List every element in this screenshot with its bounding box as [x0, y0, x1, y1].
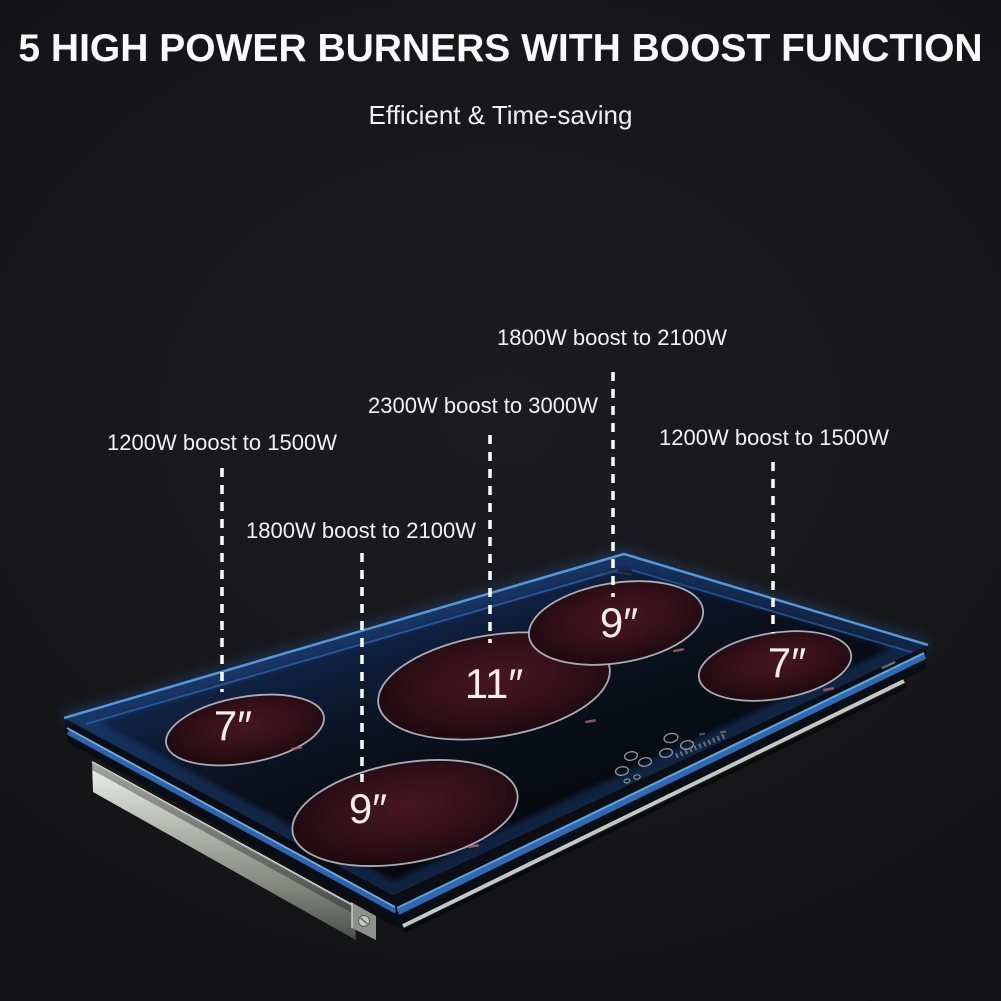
callout-center-11in: 2300W boost to 3000W — [368, 393, 598, 418]
burner-front-center-9in — [291, 759, 519, 867]
booster-mark — [468, 844, 480, 849]
headline: 5 HIGH POWER BURNERS WITH BOOST FUNCTION — [18, 27, 983, 70]
burner-front-left-7in — [165, 693, 325, 767]
control-mark — [719, 730, 727, 734]
booster-mark — [823, 687, 835, 692]
housing-overhang-shadow — [92, 762, 354, 914]
control-dot — [637, 757, 653, 767]
steel-strip-shadow — [403, 684, 908, 933]
callout-right-7in: 1200W boost to 1500W — [659, 425, 889, 450]
steel-housing — [91, 761, 376, 940]
screw-slot — [360, 917, 368, 925]
burner-size-label: 11″ — [465, 660, 524, 707]
glass-reflection-arc — [590, 571, 632, 578]
burner-size-label: 9″ — [600, 599, 638, 646]
booster-mark — [585, 719, 597, 724]
callout-lines — [220, 372, 775, 782]
subtitle: Efficient & Time-saving — [368, 100, 633, 130]
control-dot — [679, 740, 695, 750]
burner-size-label: 7″ — [768, 639, 806, 686]
callout-back-right-9in: 1800W boost to 2100W — [497, 325, 727, 350]
control-dot — [658, 748, 674, 758]
control-mark — [698, 732, 706, 736]
booster-mark — [673, 648, 685, 653]
edge-line-back — [63, 552, 929, 720]
control-dot — [614, 766, 630, 776]
callout-front-left-7in: 1200W boost to 1500W — [107, 430, 337, 455]
burner-size-label: 9″ — [349, 785, 387, 832]
control-dot — [663, 732, 679, 744]
control-dot — [633, 774, 641, 780]
booster-mark — [291, 746, 303, 751]
front-right-edge-highlight — [396, 652, 925, 909]
burner-size-label: 7″ — [214, 702, 252, 749]
callout-front-center-9in: 1800W boost to 2100W — [246, 518, 476, 543]
housing-top-highlight — [91, 761, 355, 907]
burner-right-7in — [697, 630, 853, 702]
front-left-edge-highlight — [66, 727, 396, 908]
control-dot — [623, 751, 639, 761]
front-left-edge-glow — [66, 729, 398, 914]
touch-controls — [614, 730, 727, 784]
slider-ticks — [675, 733, 725, 759]
burner-back-right-9in — [527, 580, 705, 666]
glass-front-right-face — [393, 645, 928, 933]
front-right-edge-glow — [396, 653, 927, 915]
inner-line-back-right — [631, 569, 919, 655]
screw — [358, 915, 370, 927]
housing-face — [92, 762, 356, 940]
control-dot — [623, 778, 631, 784]
bottom-edge-steel-strip — [402, 679, 905, 928]
glass-front-left-face — [64, 718, 399, 929]
inner-line-back-left — [85, 569, 619, 725]
